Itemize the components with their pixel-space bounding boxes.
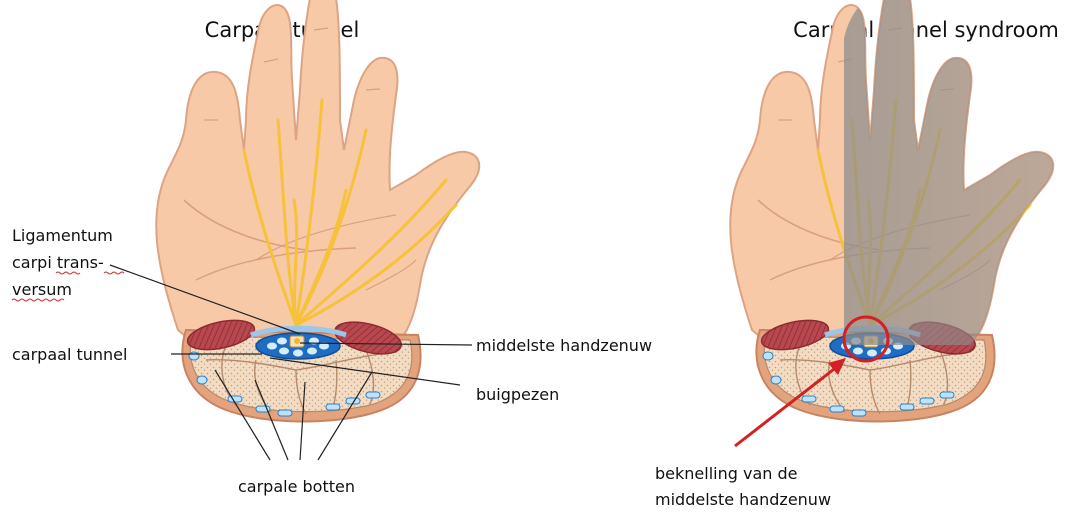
spellcheck-squiggle-1 (56, 272, 80, 274)
spellcheck-squiggle-3 (12, 299, 64, 301)
numbness-shading (840, 0, 1079, 512)
left-panel: Carpaal tunnel Ligamentum carpi trans- v… (12, 0, 652, 496)
ligament-label-line1: Ligamentum (12, 226, 113, 245)
compression-label-line1: beknelling van de (655, 464, 797, 483)
right-panel: Carpaal tunnel syndroom beknelling van d… (655, 0, 1079, 512)
compression-label-line2: middelste handzenuw (655, 490, 831, 509)
ligament-label-line3: versum (12, 280, 72, 299)
ligament-label-line2: carpi trans- (12, 253, 104, 272)
spellcheck-squiggle-2 (104, 272, 124, 274)
hand-illustration-normal (156, 0, 479, 422)
carpal-tunnel-label: carpaal tunnel (12, 345, 127, 364)
flexor-tendons-label: buigpezen (476, 385, 559, 404)
carpal-bones-label: carpale botten (238, 477, 355, 496)
median-nerve-label: middelste handzenuw (476, 336, 652, 355)
